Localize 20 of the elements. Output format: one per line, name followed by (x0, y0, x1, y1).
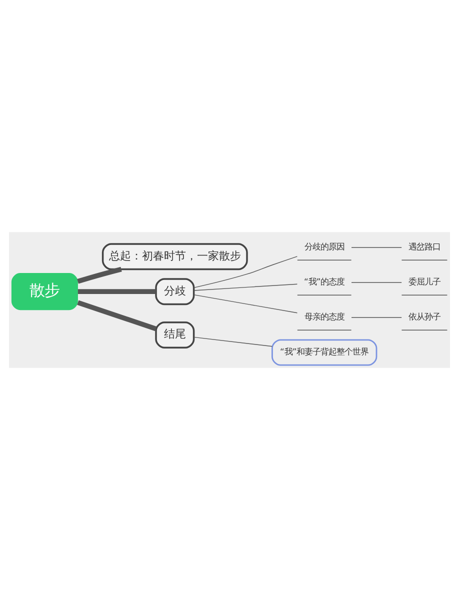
connector (77, 289, 156, 294)
node-box: 分歧 (154, 278, 194, 306)
node-box: 总起：初春时节，一家散步 (101, 243, 248, 270)
node-text: 遇岔路口 (408, 242, 440, 252)
node-text: 委屈儿子 (408, 276, 440, 287)
node-box: “我”和妻子背起整个世界 (271, 339, 377, 366)
node-text: 母亲的态度 (304, 312, 344, 322)
connector (350, 317, 402, 318)
node-box: 结尾 (154, 322, 194, 348)
node-text: “我”的态度 (304, 276, 344, 287)
connector (193, 294, 298, 314)
connector (193, 256, 298, 288)
node-text: 依从孙子 (408, 312, 440, 322)
node-text: 分歧的原因 (304, 242, 344, 252)
connector (193, 284, 298, 291)
connector (76, 300, 156, 332)
connector (350, 282, 402, 283)
connector (193, 336, 272, 347)
node-box: 散步 (10, 273, 78, 310)
connector (350, 247, 402, 248)
